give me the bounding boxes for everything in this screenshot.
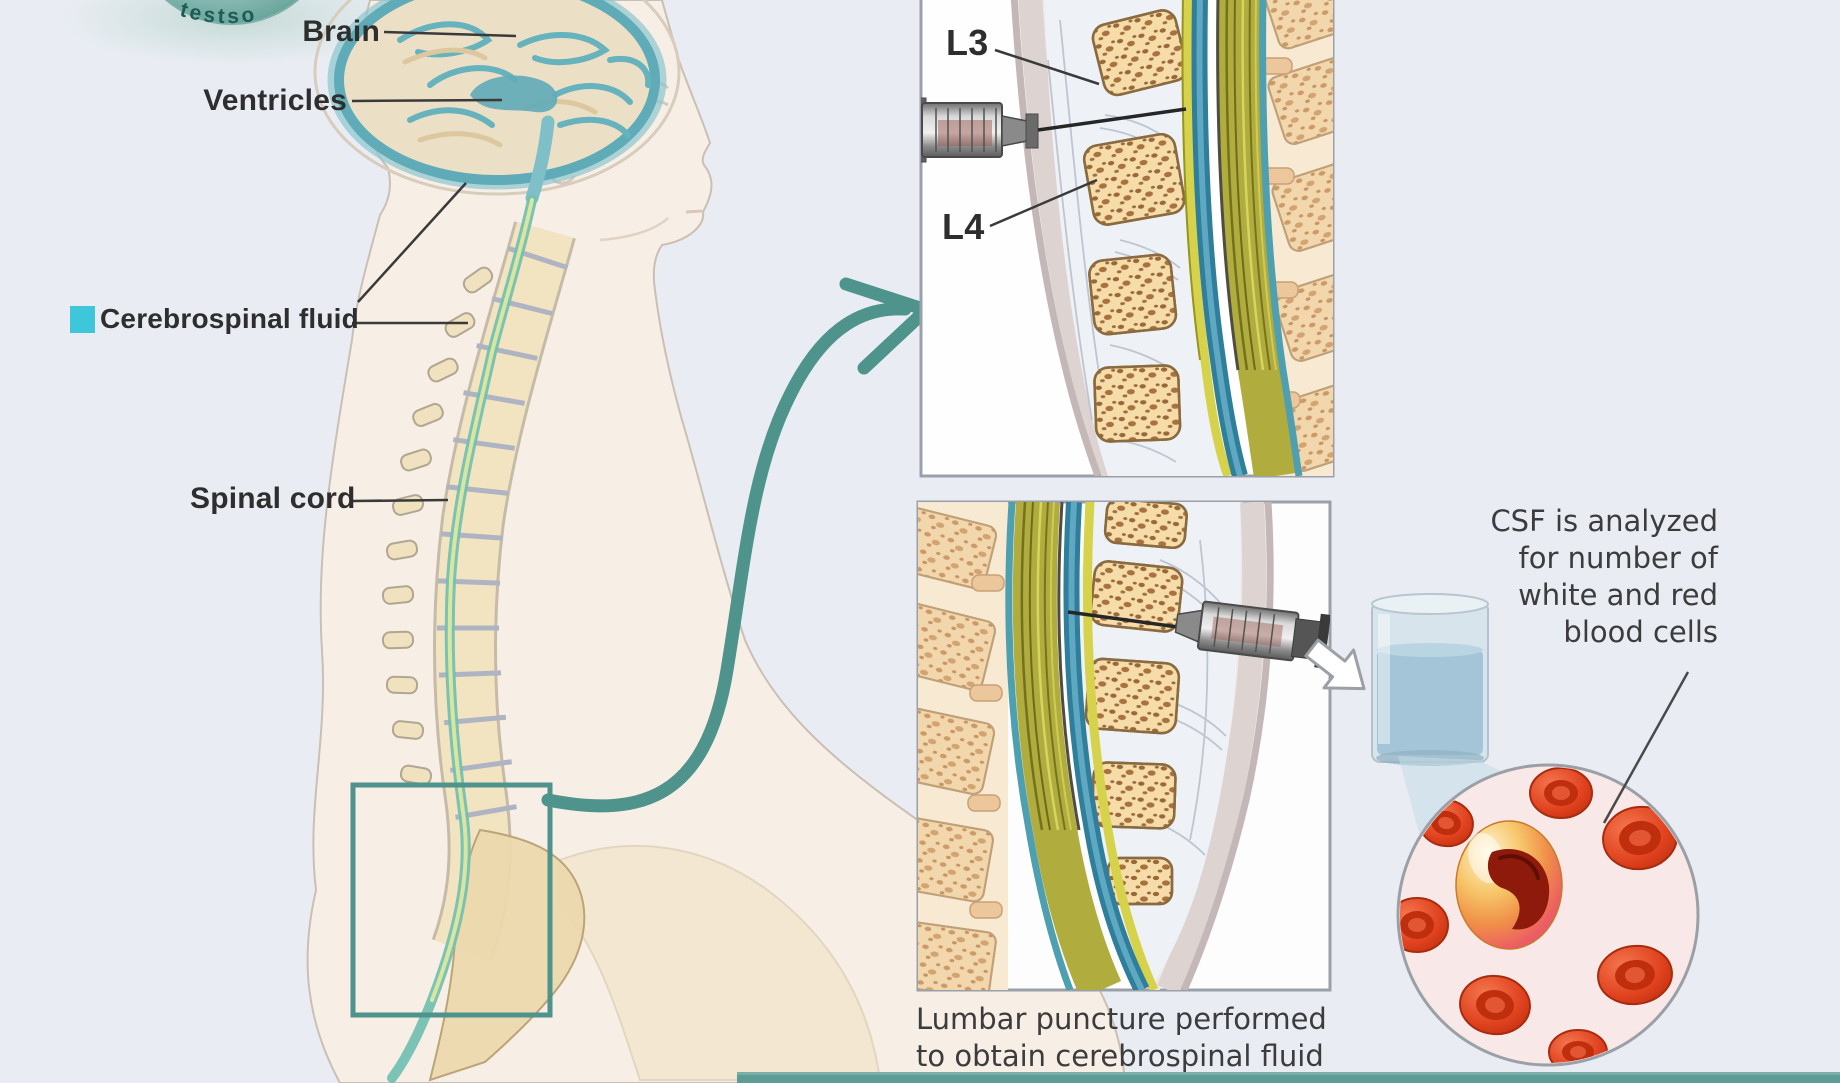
logo-text: testso [178, 0, 259, 28]
brain-illustration [327, 0, 667, 205]
caption-line-1: Lumbar puncture performed [916, 1002, 1327, 1036]
csf-label: Cerebrospinal fluid [70, 303, 359, 335]
csf-color-swatch [70, 305, 95, 333]
transfer-arrow [1304, 638, 1366, 691]
l3-label: L3 [946, 22, 989, 63]
syringe-top-inset [921, 97, 1187, 163]
footer-band-highlight [737, 1072, 1840, 1075]
microscope-view [1396, 671, 1700, 1067]
white-blood-cell [1455, 820, 1563, 950]
spinal-cord-label: Spinal cord [190, 482, 356, 515]
lumbar-puncture-caption: Lumbar puncture performed to obtain cere… [916, 1001, 1376, 1075]
analysis-line-4: blood cells [1563, 615, 1718, 649]
brainstem [525, 115, 555, 205]
spinal-column [381, 221, 882, 1082]
analysis-line-3: white and red [1518, 578, 1718, 612]
brain-label: Brain [302, 15, 380, 48]
csf-sample-beaker [1371, 593, 1489, 766]
caption-line-2: to obtain cerebrospinal fluid [916, 1039, 1324, 1073]
analysis-line-2: for number of [1518, 541, 1718, 575]
footer-band [737, 1072, 1840, 1083]
spinal-cord-shape [387, 195, 537, 1083]
pelvis-bone [559, 844, 882, 1081]
inset-top-art [921, 0, 1333, 476]
ventricles-label: Ventricles [203, 84, 347, 117]
ventricles-shape [470, 75, 558, 113]
brain-gyri [397, 21, 652, 138]
logo-glow [60, 0, 410, 66]
inset-bottom-art [918, 502, 1330, 990]
l4-label: L4 [942, 206, 985, 247]
leader-lines [351, 30, 517, 503]
csf-label-text: Cerebrospinal fluid [100, 303, 359, 334]
red-blood-cells [1400, 767, 1678, 1063]
zoom-region-box [350, 782, 553, 1018]
analysis-line-1: CSF is analyzed [1490, 504, 1718, 538]
logo-badge [164, 0, 300, 25]
csf-analysis-note: CSF is analyzed for number of white and … [1440, 503, 1718, 651]
